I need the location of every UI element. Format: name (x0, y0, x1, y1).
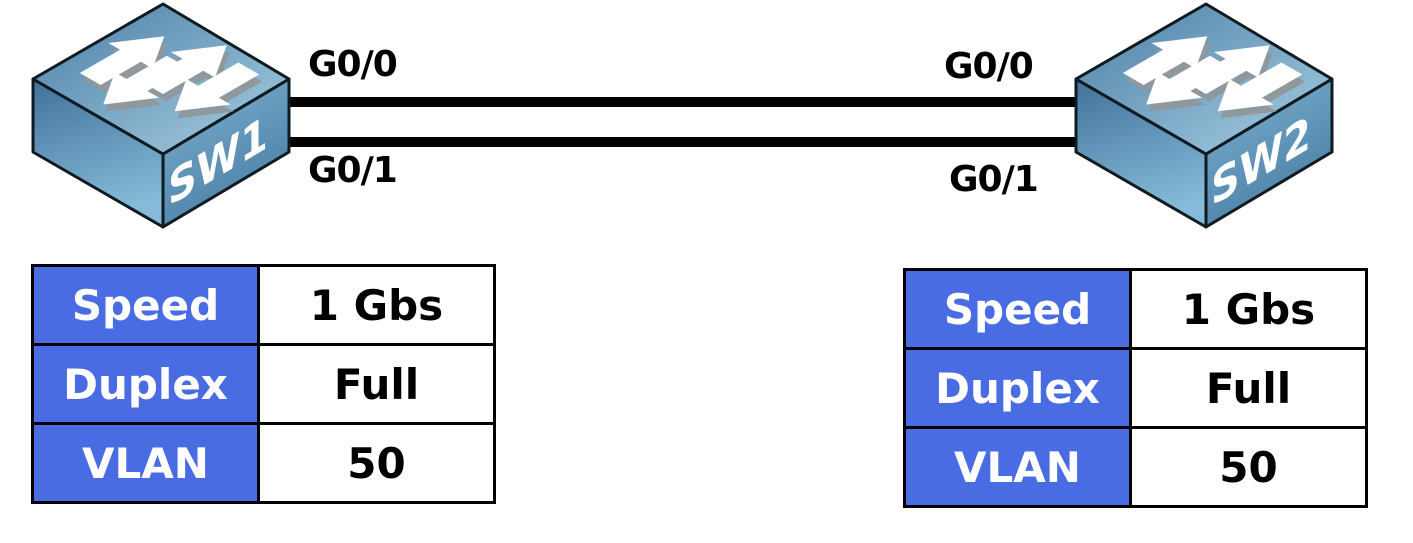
interface-label-sw2-g00: G0/0 (944, 46, 1034, 87)
spec-value-cell: Full (257, 343, 496, 425)
spec-label-cell: Duplex (903, 347, 1132, 429)
spec-label-cell: Duplex (31, 343, 260, 425)
interface-label-sw1-g01: G0/1 (308, 150, 398, 191)
spec-label-cell: Speed (903, 268, 1132, 350)
spec-value-cell: 50 (257, 422, 496, 504)
table-row: Speed 1 Gbs (31, 264, 496, 346)
switch-sw1-icon[interactable]: SW1 (30, 1, 292, 229)
table-row: VLAN 50 (903, 426, 1368, 508)
sw2-spec-table: Speed 1 Gbs Duplex Full VLAN 50 (903, 268, 1368, 508)
table-row: Duplex Full (903, 347, 1368, 429)
spec-label-cell: Speed (31, 264, 260, 346)
table-row: Speed 1 Gbs (903, 268, 1368, 350)
spec-value-cell: 1 Gbs (1129, 268, 1368, 350)
switch-sw2-icon[interactable]: SW2 (1073, 1, 1335, 229)
table-row: Duplex Full (31, 343, 496, 425)
spec-value-cell: 50 (1129, 426, 1368, 508)
interface-label-sw2-g01: G0/1 (949, 159, 1039, 200)
spec-label-cell: VLAN (903, 426, 1132, 508)
spec-value-cell: Full (1129, 347, 1368, 429)
cable-g00-g00[interactable] (283, 97, 1079, 107)
spec-label-cell: VLAN (31, 422, 260, 504)
sw1-spec-table: Speed 1 Gbs Duplex Full VLAN 50 (31, 264, 496, 504)
spec-value-cell: 1 Gbs (257, 264, 496, 346)
interface-label-sw1-g00: G0/0 (308, 44, 398, 85)
table-row: VLAN 50 (31, 422, 496, 504)
cable-g01-g01[interactable] (283, 137, 1079, 147)
